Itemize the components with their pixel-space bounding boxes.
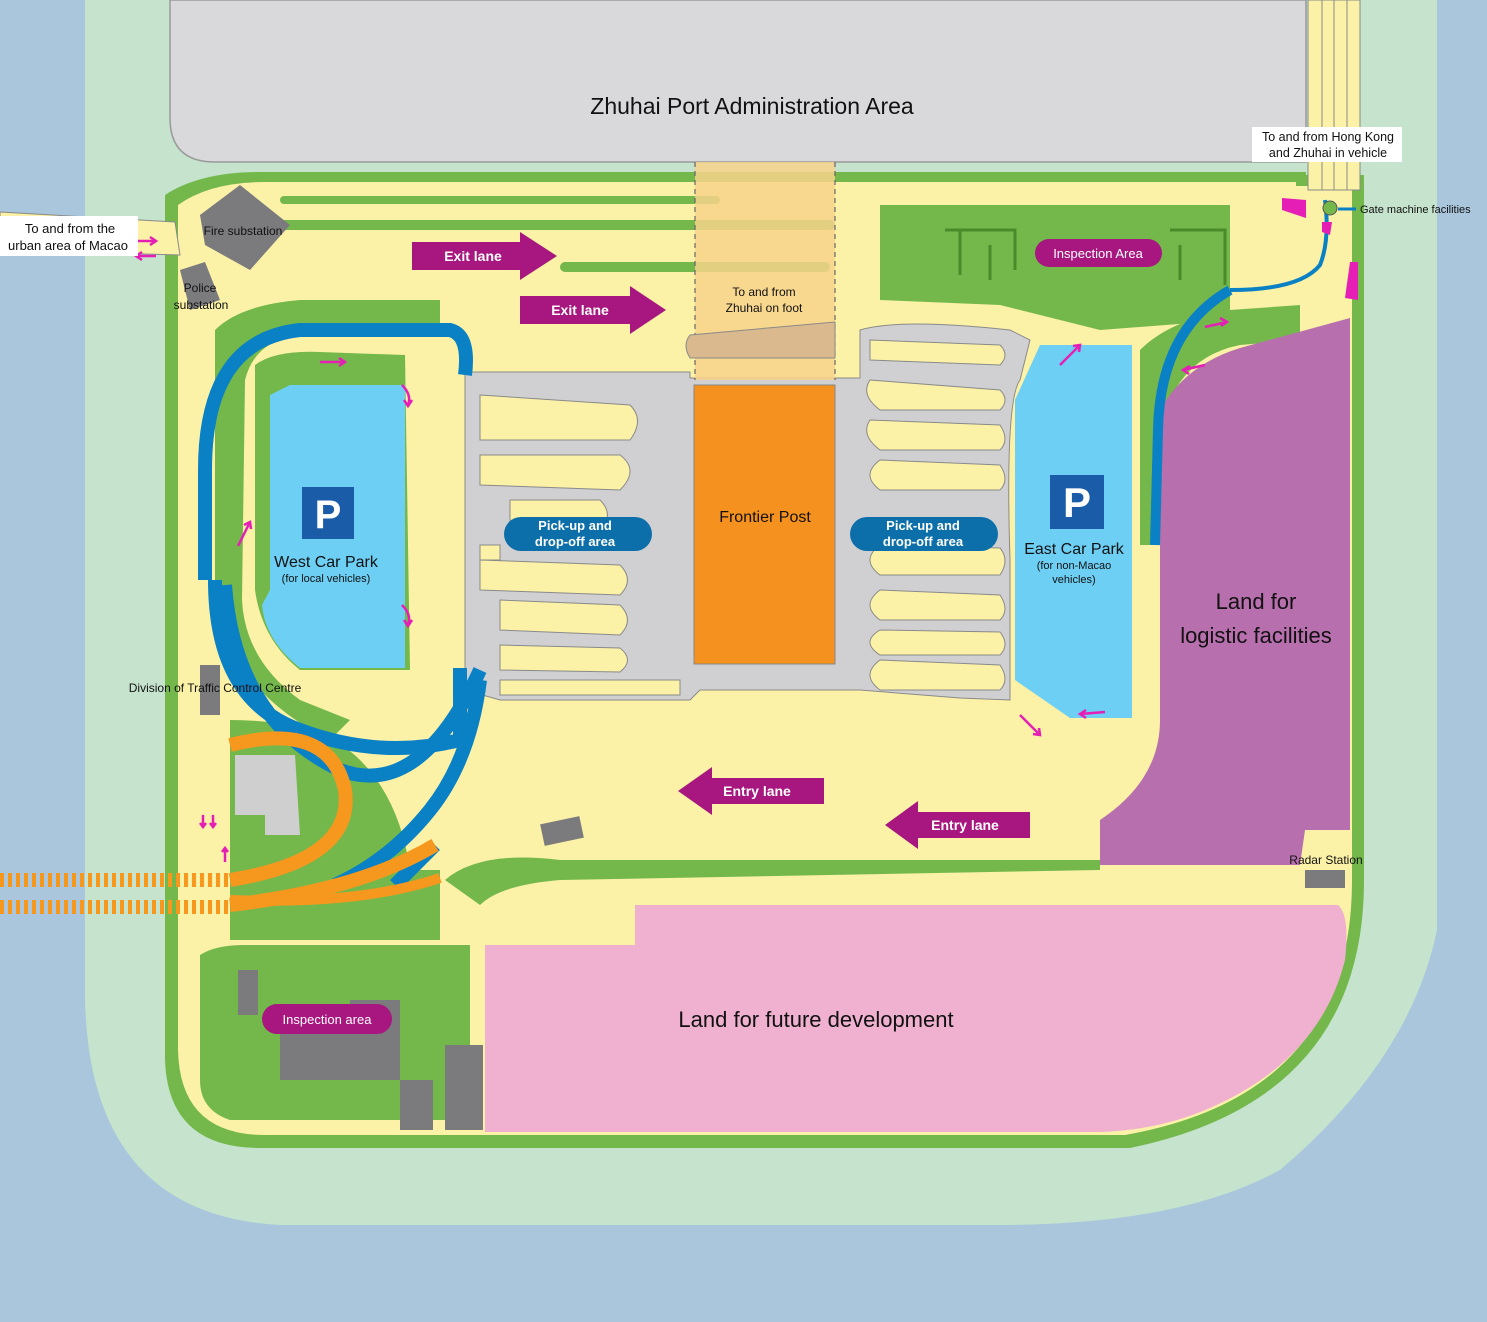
pickup-right-label-2: drop-off area [883,534,964,549]
bridge-rails [0,873,232,914]
west-car-park-sublabel: (for local vehicles) [282,573,371,585]
west-car-park-label: West Car Park [274,554,379,571]
plaza-fingers-west [479,394,681,696]
east-car-park-label: East Car Park [1024,541,1125,558]
future-dev-land [485,905,1347,1132]
traffic-control-building [235,755,300,835]
east-car-park-sublabel-2: vehicles) [1052,574,1095,586]
green-block-nw [215,300,440,740]
pickup-left-label-2: drop-off area [535,534,616,549]
traffic-control-label: Division of Traffic Control Centre [129,681,302,695]
gate-machine-label: Gate machine facilities [1360,204,1471,216]
exit-lane-arrow-2: Exit lane [520,286,666,334]
logistic-label-1: Land for [1216,589,1297,614]
entry-lane-label-1: Entry lane [723,783,791,799]
zhuhai-admin-label: Zhuhai Port Administration Area [590,93,914,119]
police-label-1: Police [184,281,217,295]
entry-lane-arrow-1: Entry lane [678,767,824,815]
east-parking-symbol: P [1063,479,1091,526]
police-label-2: substation [174,298,229,312]
radar-station-label: Radar Station [1289,853,1362,867]
inspection-area-top-pill [1035,239,1162,267]
gate-machine-marker-2 [1322,222,1332,235]
entry-lane-label-2: Entry lane [931,817,999,833]
gate-machine-roundabout [1322,200,1338,216]
fire-substation-label: Fire substation [204,224,283,238]
exit-lane-arrow-1: Exit lane [412,232,557,280]
orange-ramp-outer [228,731,353,887]
future-dev-label: Land for future development [678,1007,953,1032]
frontier-post-label: Frontier Post [719,509,811,526]
inspection-area-top-grid [945,228,1227,285]
green-block-east-curve [1140,305,1300,545]
macao-label-1: To and from the [25,221,115,236]
hk-label-1: To and from Hong Kong [1262,130,1394,144]
macao-label-2: urban area of Macao [8,238,128,253]
pickup-right-pill [850,517,998,551]
direction-arrows [133,235,1230,862]
exit-lane-label-2: Exit lane [551,302,609,318]
exit-lane-label-1: Exit lane [444,248,502,264]
west-parking-symbol: P [315,493,342,537]
frontier-post [693,384,836,665]
foot-label-1: To and from [732,285,795,299]
west-parking-sign [302,487,354,539]
inspection-area-bottom-pill [262,1004,392,1034]
pedestrian-shelter [685,321,836,359]
hk-label-bg [1252,127,1402,162]
plaza-fingers-east [866,339,1006,691]
east-parking-sign [1050,475,1104,529]
pickup-left-label-1: Pick-up and [538,518,612,533]
green-strip-top3 [280,196,720,204]
pickup-right-label-1: Pick-up and [886,518,960,533]
foot-label-2: Zhuhai on foot [726,301,803,315]
green-block-east-top [880,205,1230,330]
west-blue-ramp [198,323,473,580]
logistic-land [1100,318,1350,865]
green-strip-top [255,220,835,230]
east-car-park-sublabel-1: (for non-Macao [1037,560,1112,572]
east-blue-ramp [1150,285,1233,546]
zhuhai-admin-area [169,0,1307,163]
entry-lane-arrow-2: Entry lane [885,801,1030,849]
inspection-area-top-label: Inspection Area [1053,246,1143,261]
inspection-area-bottom-label: Inspection area [283,1012,373,1027]
pickup-left-pill [504,517,652,551]
hk-label-2: and Zhuhai in vehicle [1269,146,1387,160]
gate-machine-marker-3 [1345,262,1358,300]
gate-machine-marker-1 [1282,198,1306,218]
logistic-label-2: logistic facilities [1180,623,1332,648]
east-car-park [1015,345,1132,718]
macao-label-bg [0,216,138,256]
green-block-south [445,857,1100,905]
